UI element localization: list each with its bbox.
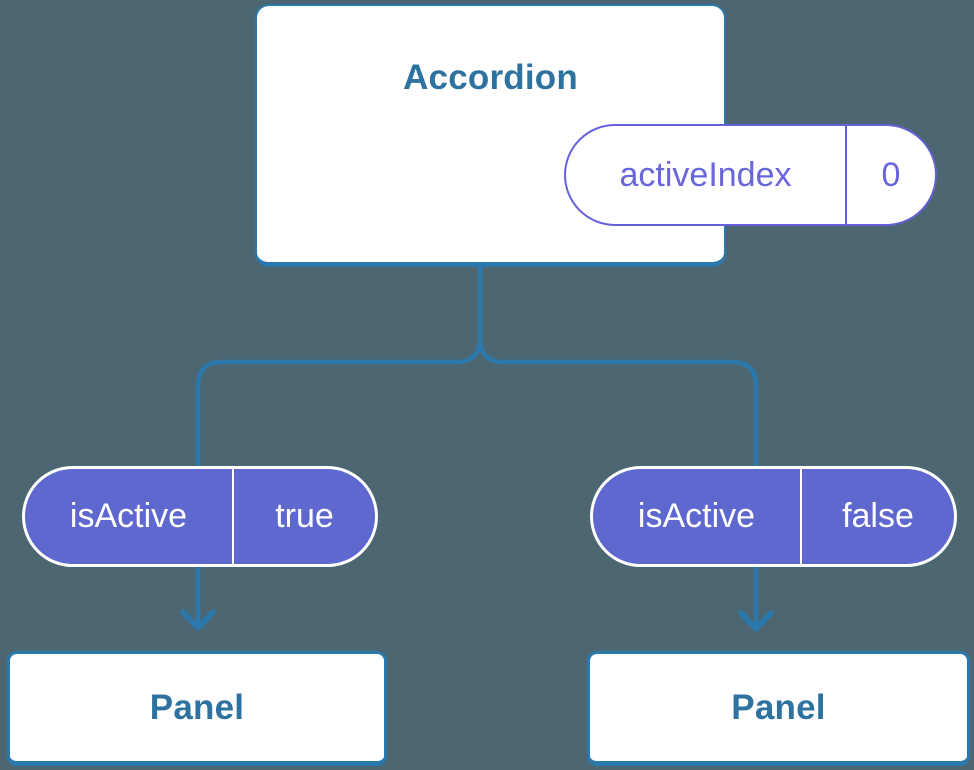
prop-pill-left: isActive true bbox=[22, 466, 378, 567]
panel-card-left: Panel bbox=[7, 651, 387, 766]
state-pill-value: 0 bbox=[881, 155, 901, 194]
accordion-component-card: Accordion activeIndex 0 bbox=[255, 4, 937, 267]
branch-left-line bbox=[195, 264, 483, 626]
branch-right-line bbox=[477, 264, 759, 627]
arrow-down-icon bbox=[738, 610, 774, 632]
state-pill-name: activeIndex bbox=[566, 126, 847, 224]
panel-card-right: Panel bbox=[587, 651, 970, 766]
accordion-title: Accordion bbox=[403, 58, 578, 97]
prop-pill-right: isActive false bbox=[590, 466, 957, 567]
panel-right-title: Panel bbox=[731, 687, 826, 727]
prop-pill-left-name: isActive bbox=[25, 469, 234, 564]
state-pill: activeIndex 0 bbox=[564, 124, 937, 226]
panel-left-title: Panel bbox=[149, 687, 245, 727]
prop-pill-right-value: false bbox=[842, 497, 914, 535]
prop-pill-right-name: isActive bbox=[593, 469, 802, 564]
arrow-down-icon bbox=[180, 609, 216, 631]
prop-pill-left-value: true bbox=[275, 497, 334, 535]
